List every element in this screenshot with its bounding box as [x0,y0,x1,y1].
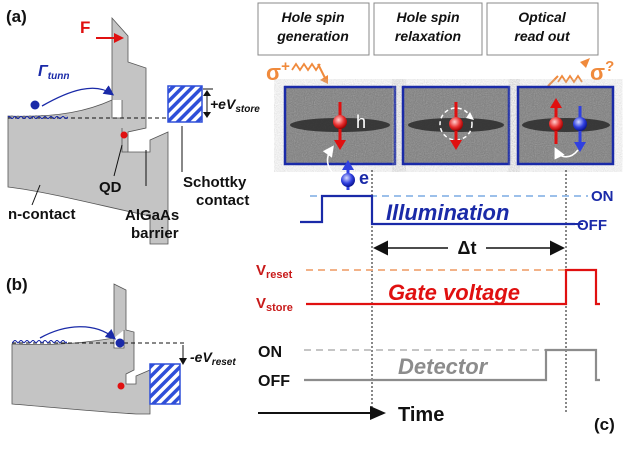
sigma-query-label: σ? [590,58,614,85]
photon-out-arrow-head [580,58,590,68]
qd-well-conduction [111,100,123,119]
tunneling-electron-a [30,100,40,110]
reset-voltage-label: -eVreset [190,349,236,368]
gate-voltage-trace [306,268,600,306]
schottky-contact-a [167,85,203,123]
stage-header-1: Hole spin generation [257,2,370,56]
qd-hole-a [120,131,128,139]
electron-spin-head-3 [574,142,586,152]
stage-header-3: Optical read out [486,2,599,56]
schottky-contact-b [149,363,181,405]
panel-label-a: (a) [6,7,27,26]
hole-label: h [356,112,366,132]
photon-in-wave [291,62,321,72]
detector-off-label: OFF [258,373,290,390]
n-contact-pointer [31,184,41,206]
photon-in-arrow-head [320,75,328,84]
n-contact-label: n-contact [8,206,76,223]
electron-ball-3 [573,117,587,131]
tunnel-arrow-a [41,85,115,107]
illumination-off-label: OFF [577,217,607,234]
v-store-label: Vstore [256,295,293,314]
fermi-sea-b [12,340,67,344]
time-label: Time [398,404,444,426]
reset-arrow-head [179,358,187,365]
svg-text:generation: generation [276,28,349,44]
tunnel-rate-label: Γtunn [38,63,69,82]
barrier-label-line1: AlGaAs [125,207,179,224]
hole-ball-3 [549,117,563,131]
detector-trace [304,348,600,382]
store-arrow-head-down [203,112,211,118]
schottky-label-line2: contact [196,192,249,209]
fermi-sea-a [8,115,68,119]
svg-text:Optical: Optical [518,9,567,25]
electron-label: e [359,168,369,188]
illumination-trace [300,194,575,226]
svg-text:read out: read out [514,28,571,44]
qd-pointer [113,144,123,177]
hole-spin-head-1 [334,140,346,150]
hole-spin-head-3 [550,98,562,108]
electron-spin-head [342,160,354,170]
detector-label: Detector [398,354,489,379]
qd-label: QD [99,179,122,196]
detector-on-label: ON [258,344,282,361]
field-label: F [80,18,90,37]
photon-out-wave [557,74,583,84]
svg-text:Hole spin: Hole spin [396,9,459,25]
field-arrow-head [114,33,124,43]
hole-ball-1 [333,115,347,129]
panel-label-c: (c) [594,415,615,434]
delta-t-background [448,236,486,258]
readout-arrow [554,147,579,160]
qd-hole-b [117,382,125,390]
tunnel-arrow-b [39,326,116,340]
sigma-plus-label: σ+ [266,58,290,85]
electron-ball [341,173,355,187]
stage-header-2: Hole spin relaxation [373,2,483,56]
illumination-label: Illumination [386,200,509,225]
photon-out-stem [547,75,559,87]
band-structure-b [11,283,151,415]
hole-ball-2 [449,117,463,131]
tunneling-electron-b [115,338,125,348]
panel-label-b: (b) [6,275,28,294]
store-voltage-label: +eVstore [210,96,260,115]
delta-t-label: Δt [458,238,477,258]
store-arrow-head-up [203,90,211,96]
barrier-label-line2: barrier [131,225,179,242]
svg-text:Hole spin: Hole spin [281,9,344,25]
time-axis-head [370,406,386,420]
schottky-label-line1: Schottky [183,174,247,191]
band-structure-a [7,16,169,245]
v-reset-label: Vreset [256,262,293,281]
svg-text:relaxation: relaxation [395,28,461,44]
illumination-on-label: ON [591,188,614,205]
gate-voltage-label: Gate voltage [388,280,520,305]
stage-image-3 [516,85,615,166]
hole-spin-head-2 [450,140,462,150]
relaxation-arrow-head [466,112,474,120]
